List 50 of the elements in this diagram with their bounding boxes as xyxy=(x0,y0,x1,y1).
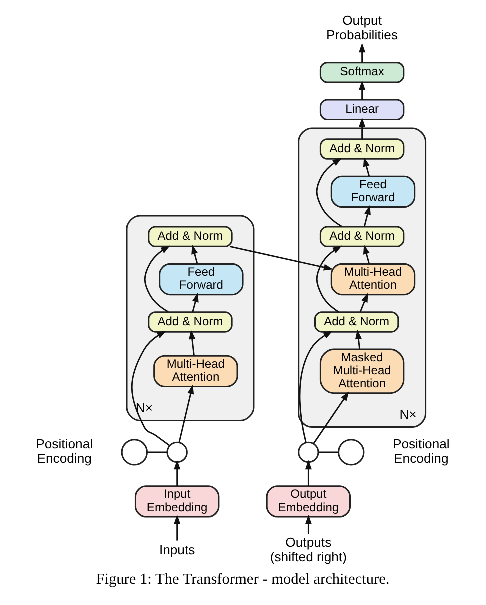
node-box: Feed Forward xyxy=(330,176,416,208)
node-circle xyxy=(121,439,148,466)
node-box: Add & Norm xyxy=(148,226,233,248)
arrow xyxy=(363,157,370,176)
arrow xyxy=(364,205,371,227)
node-text: Inputs xyxy=(159,542,196,558)
caption: Figure 1: The Transformer - model architecture. xyxy=(96,571,390,588)
arrow xyxy=(131,331,170,446)
arrow xyxy=(178,384,194,443)
node-box: Multi-Head Attention xyxy=(154,355,238,388)
node-box: Output Embedding xyxy=(266,486,352,518)
node-box: Input Embedding xyxy=(134,486,220,518)
arrow xyxy=(230,246,334,271)
node-label: Positional Encoding xyxy=(392,436,450,466)
arrow xyxy=(316,158,343,228)
arrow xyxy=(305,514,312,534)
node-circle xyxy=(298,442,320,464)
node-label: Positional Encoding xyxy=(36,436,94,466)
node-circle xyxy=(166,442,188,464)
arrow xyxy=(305,460,312,486)
cluster xyxy=(126,215,255,422)
arrow xyxy=(192,292,199,312)
arrow xyxy=(192,244,198,264)
node-text: Output Probabilities xyxy=(326,13,398,42)
node-label: N× xyxy=(136,400,154,416)
node-box: Add & Norm xyxy=(148,312,233,333)
arrow xyxy=(174,514,181,541)
arrow xyxy=(313,392,350,444)
node-text: Outputs (shifted right) xyxy=(270,535,347,564)
node-circle xyxy=(338,439,365,466)
arrow xyxy=(359,43,366,63)
connector xyxy=(147,452,167,454)
node-box: Softmax xyxy=(320,62,405,84)
arrow xyxy=(359,118,366,140)
node-box: Linear xyxy=(320,99,405,120)
arrow xyxy=(355,330,362,350)
arrow xyxy=(363,244,370,264)
arrow xyxy=(174,460,181,486)
arrow xyxy=(359,80,366,100)
node-box: Add & Norm xyxy=(314,312,400,333)
node-box: Add & Norm xyxy=(320,138,405,160)
connector xyxy=(318,452,339,454)
arrow xyxy=(360,292,368,312)
node-box: Add & Norm xyxy=(320,226,405,248)
arrow xyxy=(189,330,196,356)
node-box: Masked Multi-Head Attention xyxy=(320,348,405,394)
arrow xyxy=(299,331,334,443)
arrow xyxy=(316,246,342,313)
node-box: Multi-Head Attention xyxy=(330,263,416,296)
node-box: Feed Forward xyxy=(159,263,244,296)
